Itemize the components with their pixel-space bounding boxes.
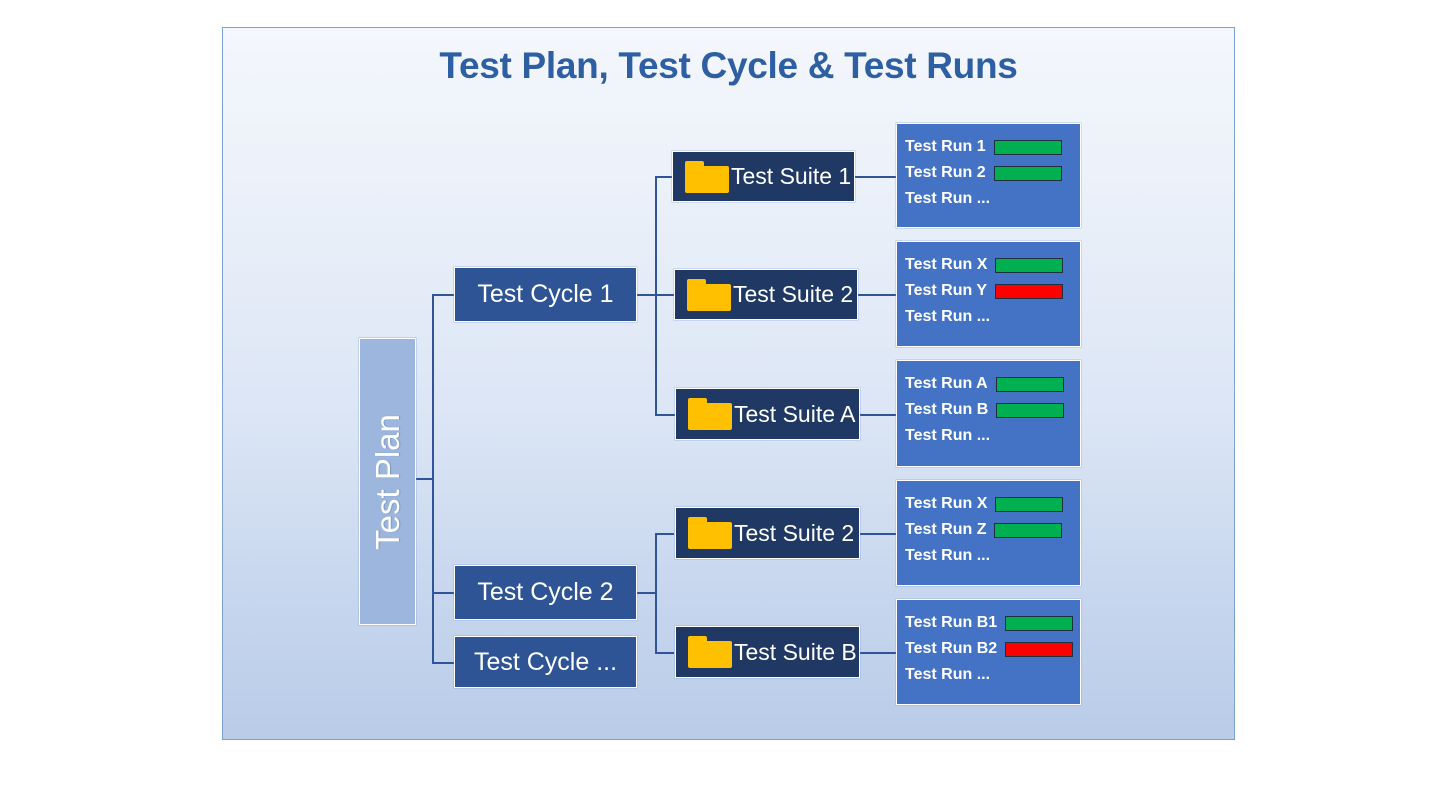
run-status-bar [995,257,1064,273]
connector-suite-b-to-runs [860,652,896,654]
diagram-title: Test Plan, Test Cycle & Test Runs [439,45,1018,86]
cycle-label: Test Cycle ... [473,647,618,676]
connector-suite-2b-to-runs [860,533,896,535]
connector-cycle-1-stub [637,294,656,296]
run-name: Test Run ... [905,190,991,207]
run-row[interactable]: Test Run Y [905,278,1080,304]
run-name: Test Run X [905,495,988,512]
connector-cycle-2-to-suite-b [655,652,674,654]
run-status-bar [995,283,1064,299]
run-group-suite-a[interactable]: Test Run A Test Run B Test Run ... [896,360,1081,467]
folder-icon [688,636,732,668]
run-name: Test Run 1 [905,138,986,155]
cycle-label: Test Cycle 1 [477,280,614,308]
suite-label: Test Suite 2 [733,281,854,307]
connector-suite-2-to-runs [858,294,896,296]
test-plan-label: Test Plan [368,413,406,550]
suite-label: Test Suite A [734,400,856,427]
run-status-bar [995,376,1064,392]
cycle-label: Test Cycle 2 [477,578,614,606]
run-status-bar [998,310,1066,325]
run-name: Test Run B [905,401,989,418]
run-row[interactable]: Test Run Z [905,517,1080,543]
run-name: Test Run Y [905,282,988,299]
run-status-bar [1005,615,1074,631]
cycle-box-test-cycle-2[interactable]: Test Cycle 2 [454,565,637,620]
connector-plan-trunk [432,294,434,663]
cycle-box-test-cycle-more[interactable]: Test Cycle ... [454,636,637,688]
run-status-bar [1005,641,1074,657]
run-row[interactable]: Test Run ... [905,423,1080,449]
run-status-bar [993,139,1062,155]
suite-box-test-suite-b[interactable]: Test Suite B [675,626,860,678]
run-name: Test Run ... [905,427,991,444]
suite-box-test-suite-2[interactable]: Test Suite 2 [674,269,858,320]
connector-cycle-1-to-suite-2 [655,294,674,296]
connector-cycle-1-to-suite-a [655,414,675,416]
folder-icon [687,278,731,311]
connector-plan-to-cycle-more [432,662,454,664]
run-status-bar [993,165,1062,181]
suite-box-test-suite-2b[interactable]: Test Suite 2 [675,507,860,559]
run-name: Test Run B1 [905,614,998,631]
run-row[interactable]: Test Run B [905,397,1080,423]
folder-icon [688,398,732,430]
run-group-suite-b[interactable]: Test Run B1 Test Run B2 Test Run ... [896,599,1081,705]
suite-box-test-suite-a[interactable]: Test Suite A [675,388,860,440]
run-status-bar [998,429,1066,444]
run-row[interactable]: Test Run ... [905,186,1080,212]
connector-cycle-2-to-suite-2b [655,533,674,535]
run-name: Test Run ... [905,547,991,564]
run-row[interactable]: Test Run X [905,252,1080,278]
suite-label: Test Suite 1 [731,163,852,189]
run-status-bar [998,668,1066,683]
run-status-bar [995,496,1064,512]
run-status-bar [996,402,1065,418]
run-row[interactable]: Test Run A [905,371,1080,397]
run-name: Test Run A [905,375,988,392]
connector-plan-stub [416,478,434,480]
run-name: Test Run X [905,256,988,273]
cycle-box-test-cycle-1[interactable]: Test Cycle 1 [454,267,637,322]
folder-icon [685,160,729,193]
run-row[interactable]: Test Run 1 [905,134,1080,160]
run-row[interactable]: Test Run B1 [905,610,1080,636]
run-row[interactable]: Test Run ... [905,543,1080,569]
connector-cycle-2-stub [637,592,656,594]
run-row[interactable]: Test Run X [905,491,1080,517]
connector-cycle-2-trunk [655,533,657,653]
suite-label: Test Suite B [734,638,857,665]
connector-plan-to-cycle-2 [432,592,454,594]
run-group-suite-2[interactable]: Test Run X Test Run Y Test Run ... [896,241,1081,347]
connector-suite-1-to-runs [855,176,896,178]
run-name: Test Run 2 [905,164,986,181]
run-status-bar [998,549,1066,564]
run-name: Test Run ... [905,666,991,683]
run-row[interactable]: Test Run 2 [905,160,1080,186]
run-name: Test Run B2 [905,640,998,657]
run-row[interactable]: Test Run ... [905,304,1080,330]
connector-plan-to-cycle-1 [432,294,454,296]
run-name: Test Run Z [905,521,987,538]
folder-icon [688,517,732,549]
test-plan-bar[interactable]: Test Plan [359,338,416,625]
run-name: Test Run ... [905,308,991,325]
run-row[interactable]: Test Run ... [905,662,1080,688]
run-group-suite-1[interactable]: Test Run 1 Test Run 2 Test Run ... [896,123,1081,228]
connector-cycle-1-to-suite-1 [655,176,672,178]
run-group-suite-2b[interactable]: Test Run X Test Run Z Test Run ... [896,480,1081,586]
connector-suite-a-to-runs [860,414,896,416]
suite-label: Test Suite 2 [734,519,855,546]
suite-box-test-suite-1[interactable]: Test Suite 1 [672,151,855,202]
run-row[interactable]: Test Run B2 [905,636,1080,662]
run-status-bar [998,192,1066,207]
run-status-bar [994,522,1063,538]
